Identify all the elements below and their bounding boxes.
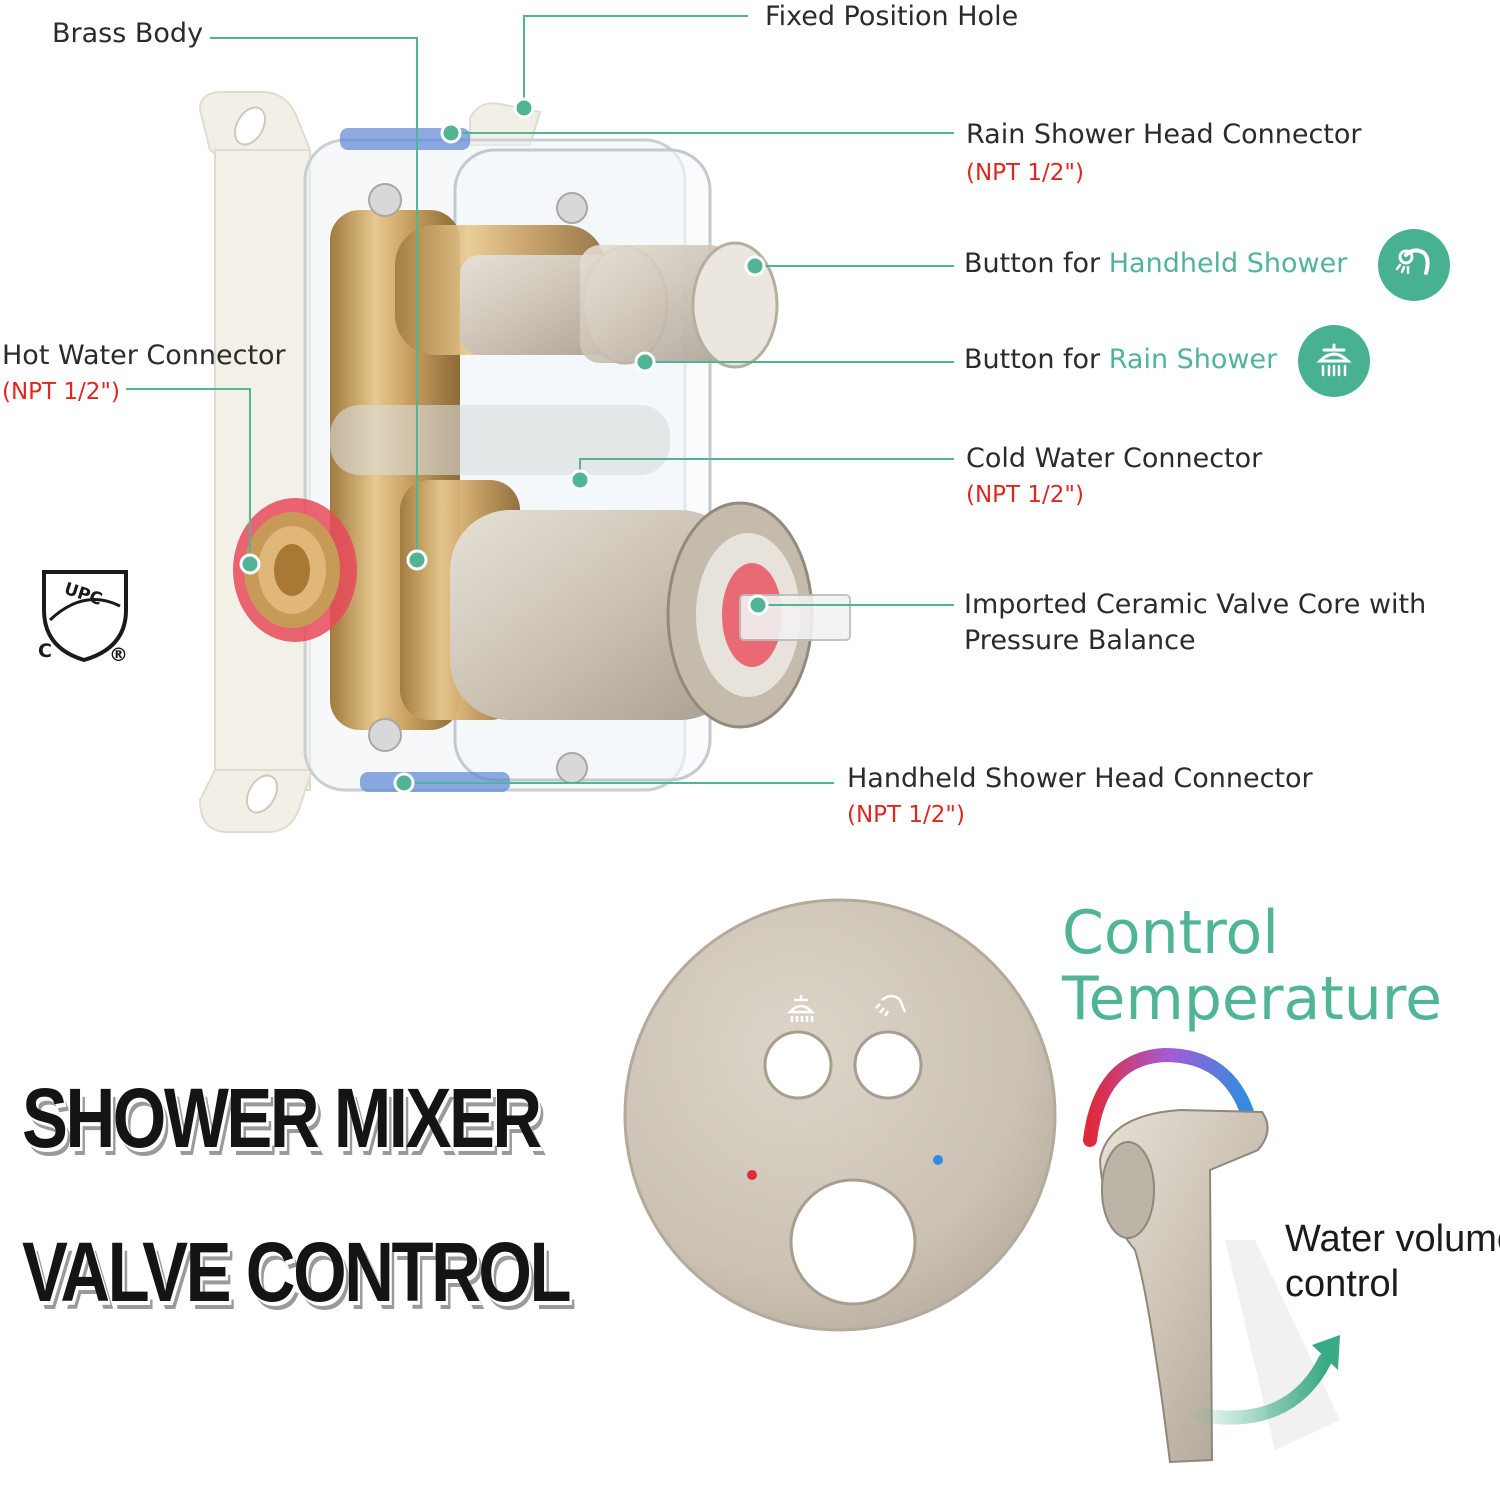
label-rain-shower-connector-npt: (NPT 1/2") <box>966 160 1084 186</box>
label-valve-core-line1: Imported Ceramic Valve Core with <box>964 589 1427 620</box>
housing-screws <box>368 183 588 784</box>
valve-core-cartridge <box>450 501 851 729</box>
rain-shower-glyph <box>1316 343 1352 377</box>
water-volume-line1: Water volume <box>1285 1218 1500 1260</box>
label-hot-water-connector: Hot Water Connector <box>2 340 286 371</box>
leader-dots <box>239 97 769 794</box>
label-rain-shower-connector: Rain Shower Head Connector <box>966 119 1362 150</box>
label-cold-water-connector-npt: (NPT 1/2") <box>966 482 1084 508</box>
label-fixed-position-hole: Fixed Position Hole <box>765 1 1019 32</box>
label-button-rain-prefix: Button for <box>964 344 1109 375</box>
upc-c-mark: C <box>38 640 52 662</box>
leader-lines <box>126 15 954 784</box>
label-button-handheld-accent: Handheld Shower <box>1108 248 1348 279</box>
label-handheld-shower-connector: Handheld Shower Head Connector <box>847 763 1313 794</box>
label-brass-body: Brass Body <box>52 18 204 49</box>
headline-line1: SHOWER MIXER <box>22 1071 542 1165</box>
label-button-handheld-prefix: Button for <box>964 248 1109 279</box>
lever-handle <box>1098 1108 1340 1464</box>
diverter-button-cylinders <box>460 241 779 369</box>
plate-handheld-icon <box>875 994 907 1017</box>
label-button-rain-accent: Rain Shower <box>1108 344 1278 375</box>
handheld-shower-icon <box>1378 229 1450 301</box>
control-title-line1: Control <box>1062 898 1279 968</box>
volume-arrow-icon <box>1193 1353 1332 1425</box>
label-valve-core-line2: Pressure Balance <box>964 625 1196 656</box>
temperature-arc <box>1083 1047 1255 1147</box>
headline-line2: VALVE CONTROL <box>22 1225 572 1319</box>
label-handheld-shower-connector-npt: (NPT 1/2") <box>847 802 965 828</box>
upc-shield-icon: UPC C ® <box>38 570 128 666</box>
label-cold-water-connector: Cold Water Connector <box>966 443 1263 474</box>
label-button-rain: Button for Rain Shower <box>964 343 1277 377</box>
label-button-handheld: Button for Handheld Shower <box>964 247 1347 281</box>
rain-shower-icon <box>1298 325 1370 397</box>
trim-plate <box>623 898 1057 1332</box>
upc-registered-mark: ® <box>109 644 128 666</box>
volume-arrow-head <box>1312 1335 1340 1370</box>
label-hot-water-connector-npt: (NPT 1/2") <box>2 379 120 405</box>
control-title-line2: Temperature <box>1062 964 1443 1034</box>
water-volume-line2: control <box>1285 1263 1400 1305</box>
handheld-shower-glyph <box>1395 248 1430 275</box>
plate-rain-icon <box>787 995 815 1022</box>
hot-water-inlet <box>233 498 357 642</box>
